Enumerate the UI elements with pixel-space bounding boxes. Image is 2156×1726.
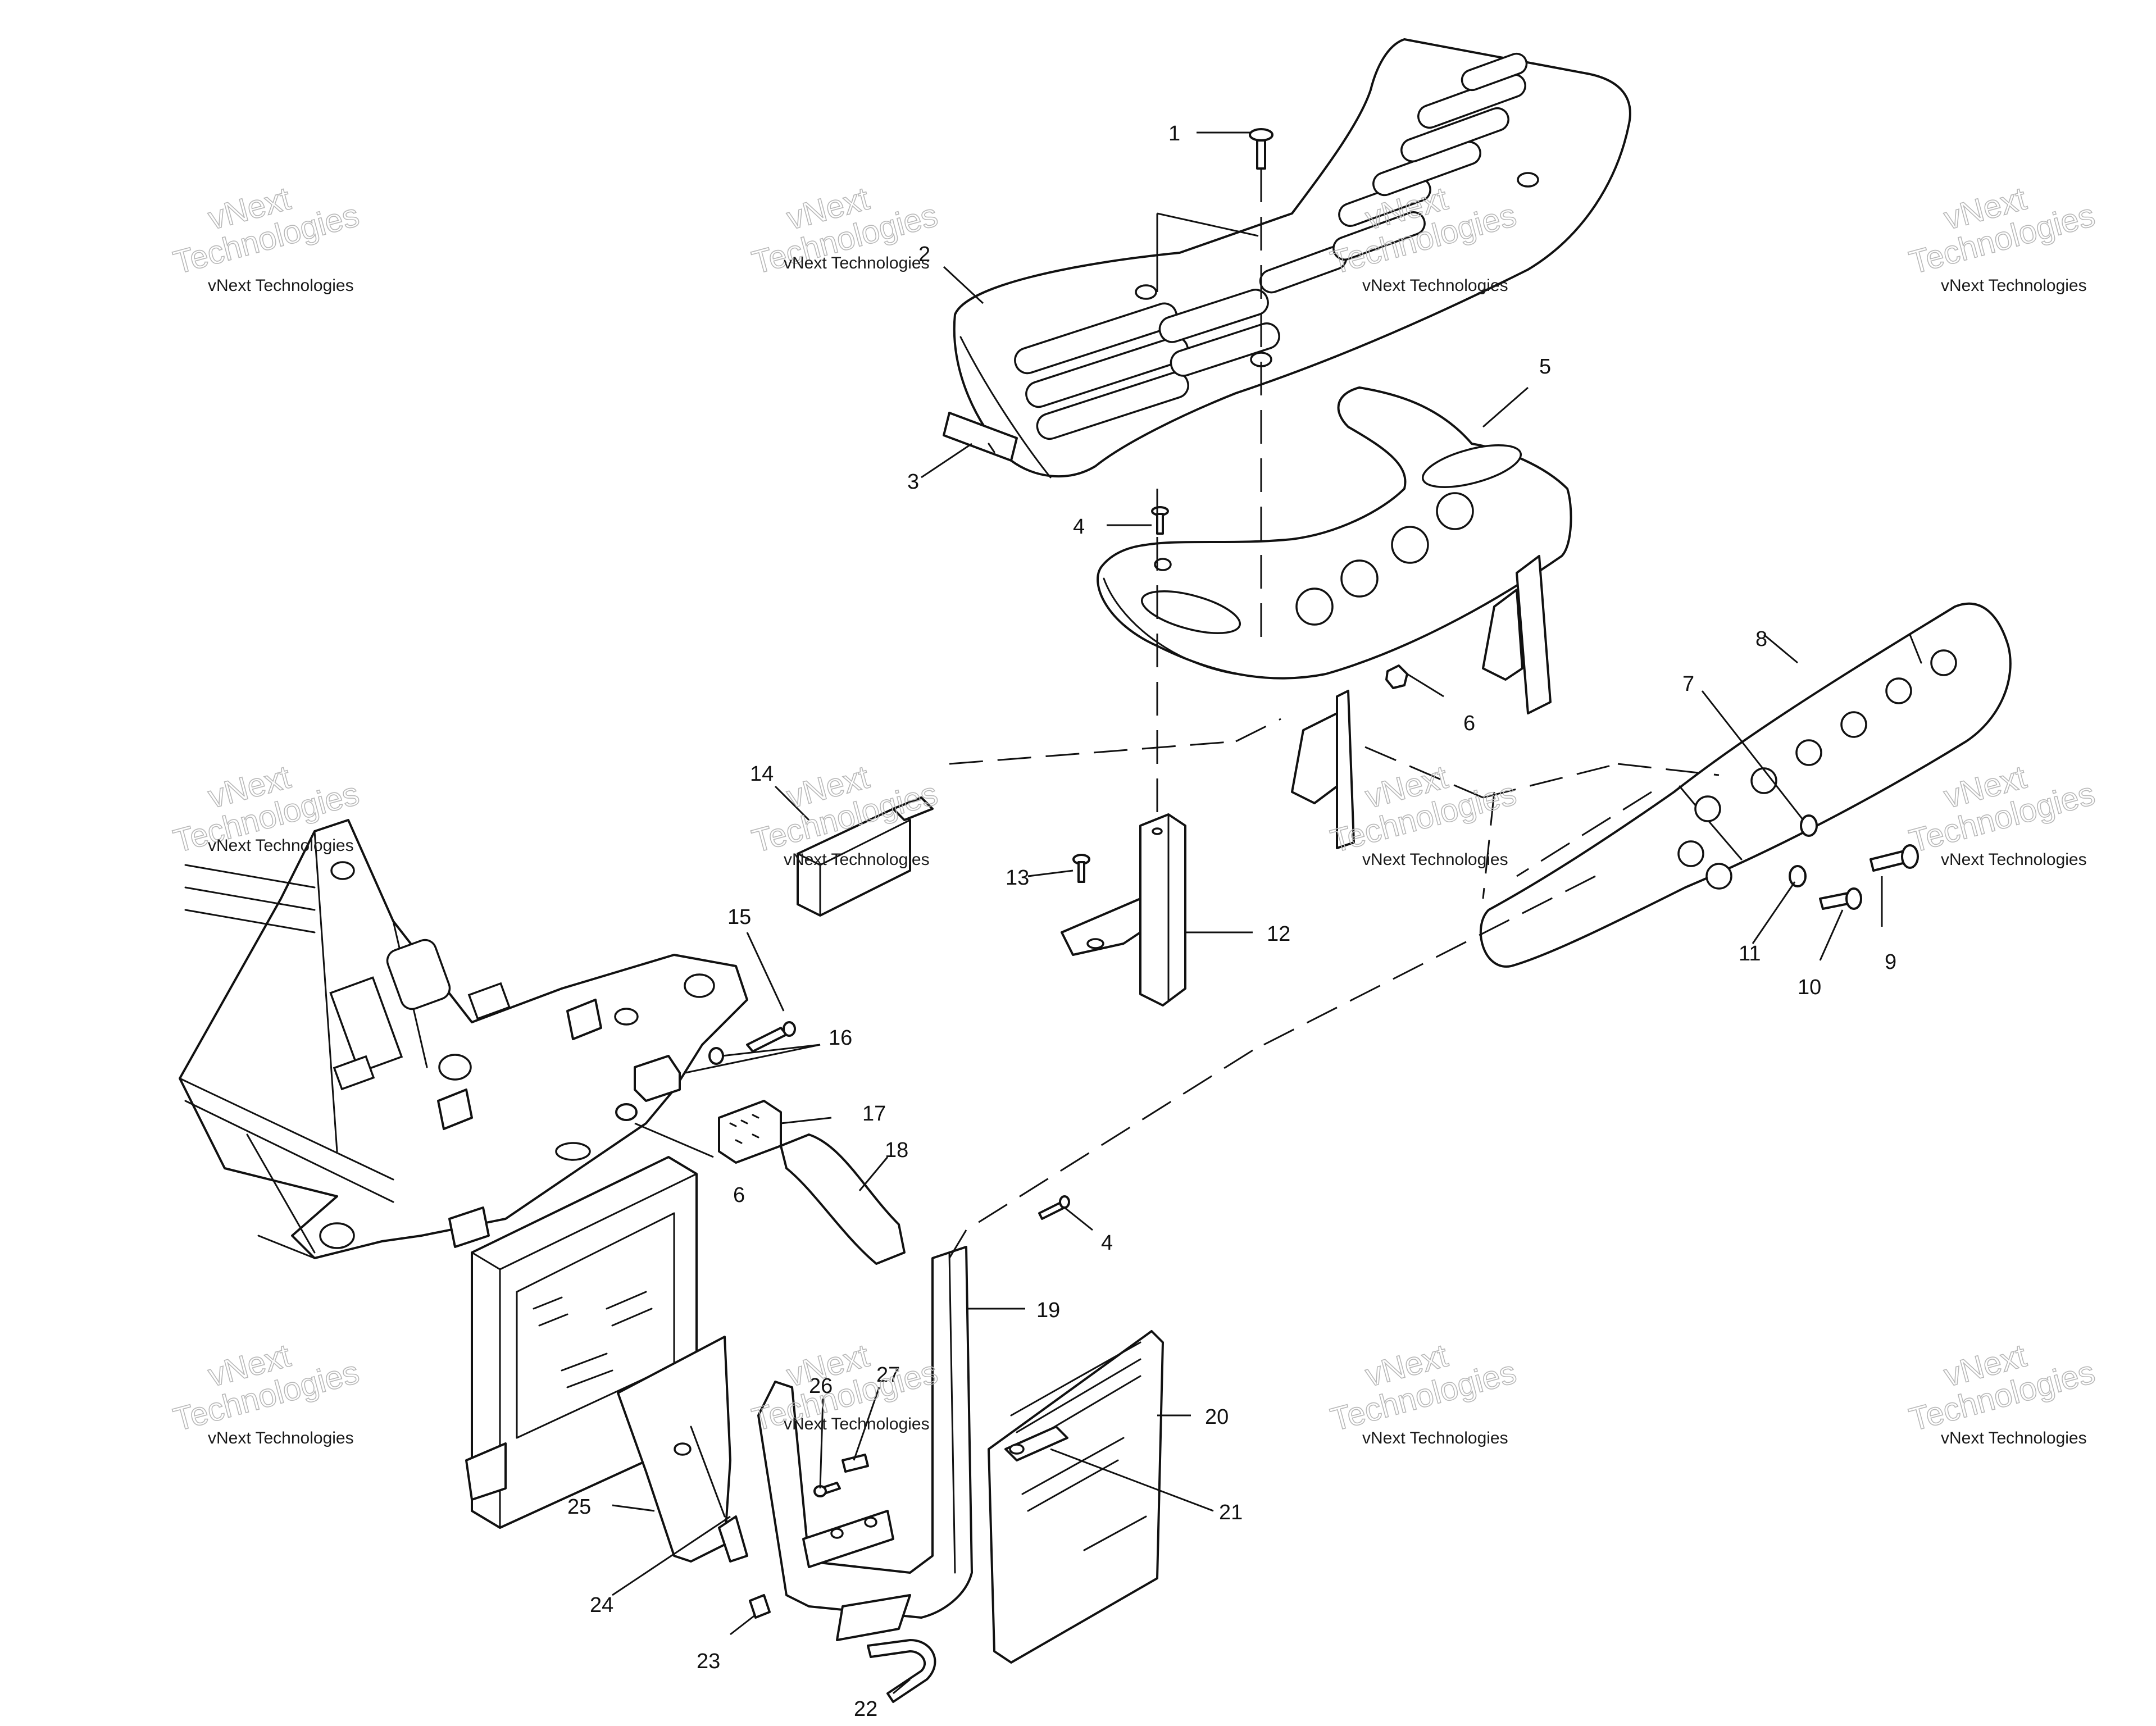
watermark-text: vNext Technologies: [784, 1415, 930, 1433]
plate-part-27: [842, 1454, 869, 1473]
watermark: vNext Technologies: [1905, 180, 2099, 281]
alignment-lines: [948, 168, 1720, 1259]
callout-9: 9: [1885, 950, 1896, 974]
rack-plate-part-2: [953, 38, 1631, 479]
watermark: vNext Technologies: [1905, 1337, 2099, 1438]
nut-part-6-upper: [1385, 664, 1408, 689]
callout-24: 24: [590, 1593, 613, 1617]
callout-13: 13: [1006, 866, 1029, 890]
watermark-text: vNext Technologies: [1362, 276, 1508, 295]
callout-8: 8: [1755, 627, 1767, 651]
screw-part-1: [1249, 128, 1273, 170]
screw-part-4-upper: [1151, 506, 1169, 535]
reflector-part-3: [943, 412, 1018, 462]
callout-2: 2: [918, 243, 930, 266]
bracket-part-12: [1061, 813, 1186, 1007]
watermark: vNext Technologies: [169, 180, 363, 281]
callout-10: 10: [1798, 976, 1821, 999]
watermark: vNext Technologies: [1326, 1337, 1520, 1438]
callout-25: 25: [567, 1495, 591, 1519]
callout-7: 7: [1682, 672, 1694, 696]
watermark-text: vNext Technologies: [1941, 276, 2087, 295]
callout-17: 17: [862, 1102, 886, 1126]
screw-part-4-lower: [1038, 1195, 1070, 1220]
callout-15: 15: [727, 905, 751, 929]
clip-part-24: [718, 1515, 748, 1563]
bolt-part-15: [746, 1021, 796, 1053]
callout-5: 5: [1539, 355, 1551, 379]
bumper-part-8: [1480, 602, 2012, 968]
side-panel-part-25: [617, 1336, 731, 1563]
watermark-text: vNext Technologies: [784, 254, 930, 272]
bushing-part-17: [718, 1100, 782, 1164]
callout-22: 22: [854, 1697, 877, 1721]
bolt-part-9: [1870, 844, 1919, 872]
callout-18: 18: [885, 1138, 908, 1162]
mud-flap-part-20: [988, 1330, 1164, 1664]
bolt-part-10: [1819, 887, 1862, 910]
watermark-text: vNext Technologies: [208, 276, 354, 295]
washers-part-16: [615, 1047, 724, 1121]
callout-6: 6: [1463, 712, 1475, 735]
washer-part-11: [1789, 865, 1807, 887]
handle-part-22: [867, 1639, 936, 1703]
screw-part-26: [813, 1482, 841, 1497]
callout-20: 20: [1205, 1405, 1229, 1429]
callout-26: 26: [809, 1374, 833, 1398]
rack-slots: [1014, 52, 1539, 440]
callout-27: 27: [876, 1363, 900, 1387]
watermark-text: vNext Technologies: [784, 850, 930, 869]
guard-tube-part-19: [757, 1246, 973, 1641]
rack-frame-part-5: [1097, 386, 1572, 849]
vehicle-frame: [179, 819, 748, 1259]
callout-1: 1: [1168, 122, 1180, 145]
watermark-text: vNext Technologies: [1362, 850, 1508, 869]
callout-4-lower: 4: [1101, 1231, 1113, 1255]
watermark-text: vNext Technologies: [1941, 850, 2087, 869]
radiator: [465, 1142, 698, 1529]
washer-part-7: [1800, 814, 1818, 837]
tube-part-18: [780, 1133, 906, 1265]
watermark-text: vNext Technologies: [1941, 1429, 2087, 1447]
watermark-text: vNext Technologies: [1362, 1429, 1508, 1447]
grommet-part-21: [1004, 1426, 1068, 1461]
nut-part-23: [749, 1594, 771, 1619]
callout-numbers: 1 2 3 4 5 6 7 8 9 10 11 12 13 14 15 16 1…: [567, 122, 1896, 1721]
callout-19: 19: [1036, 1299, 1060, 1322]
taillight-part-14: [797, 796, 934, 917]
callout-16: 16: [829, 1026, 852, 1050]
watermark: vNext Technologies: [169, 1337, 363, 1438]
watermark-text: vNext Technologies: [208, 1429, 354, 1447]
callout-21: 21: [1219, 1501, 1243, 1524]
callout-14: 14: [750, 762, 774, 786]
leader-lines: [612, 131, 1883, 1695]
callout-6-lower: 6: [733, 1183, 745, 1207]
callout-4: 4: [1073, 515, 1085, 539]
screw-part-13: [1072, 854, 1090, 883]
callout-3: 3: [907, 470, 919, 494]
callout-11: 11: [1739, 942, 1761, 966]
watermark-text: vNext Technologies: [208, 836, 354, 855]
callout-12: 12: [1267, 922, 1290, 946]
callout-23: 23: [697, 1650, 720, 1673]
